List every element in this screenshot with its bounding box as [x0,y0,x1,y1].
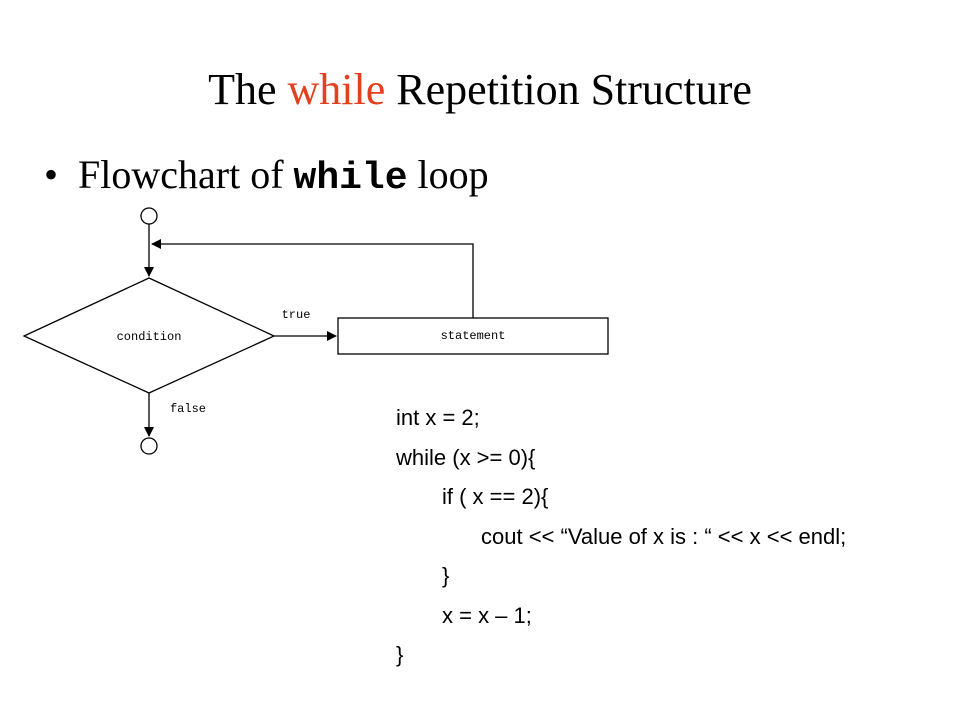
code-line: int x = 2; [396,405,480,430]
code-line: } [442,563,450,588]
title-keyword: while [287,65,386,114]
code-line: cout << “Value of x is : “ << x << endl; [481,523,847,549]
slide-title: The while Repetition Structure [0,62,960,118]
bullet-suffix: loop [407,152,489,197]
loop-back-arrow [151,239,474,318]
code-block: int x = 2; while (x >= 0){ if ( x == 2){ co… [396,398,846,675]
code-line: x = x – 1; [442,602,532,628]
false-label: false [170,402,206,416]
statement-label: statement [441,329,506,343]
start-connector [140,207,158,225]
bullet-symbol: • [44,152,59,197]
code-line: } [396,642,404,667]
statement-box [337,317,609,355]
true-label: true [282,308,311,322]
bullet-point: • Flowchart of while loop [44,150,489,204]
title-suffix: Repetition Structure [385,65,752,114]
end-connector [140,437,158,455]
code-line: while (x >= 0){ [396,444,536,470]
bullet-code: while [293,157,408,200]
code-line: if ( x == 2){ [442,484,549,509]
title-prefix: The [208,65,288,114]
condition-label: condition [117,330,182,344]
bullet-text: Flowchart of [78,152,294,197]
